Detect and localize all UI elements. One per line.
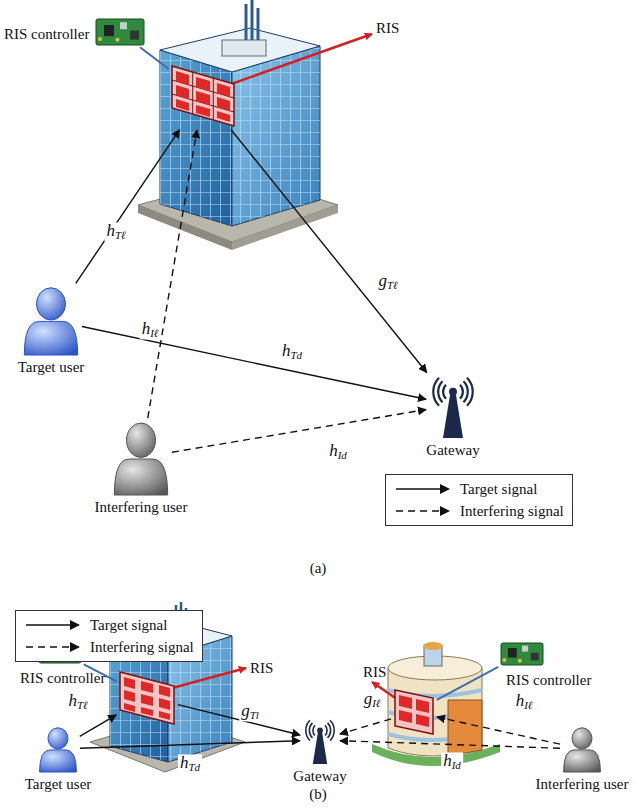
node-label: Target user	[18, 359, 85, 376]
node-label: Interfering user	[95, 499, 188, 516]
controller-board-graphic	[95, 18, 145, 46]
control-link	[437, 667, 498, 700]
target-signal	[80, 715, 117, 736]
channel-label: hTℓ	[66, 692, 89, 711]
interfering-signal	[340, 741, 560, 749]
controller-board: RIS controller	[500, 642, 544, 666]
ris-panel: RIS	[118, 668, 176, 726]
target-signal	[80, 741, 300, 749]
node-label: RIS	[363, 664, 386, 681]
legend-row: Target signal	[24, 614, 194, 636]
interfering-signal	[172, 410, 426, 453]
ris-panel-graphic	[170, 62, 236, 128]
channel-label: hIℓ	[140, 320, 161, 339]
channel-label: gTℓ	[376, 272, 399, 291]
user-icon-graphic	[22, 285, 80, 355]
legend-text: Target signal	[460, 481, 537, 498]
ris-pointer	[165, 668, 246, 690]
interfering-signal	[340, 719, 391, 734]
node-label: Target user	[25, 776, 92, 793]
subfigure-label: (b)	[309, 786, 327, 803]
gateway-icon-graphic	[428, 372, 478, 438]
node-label: RIS	[250, 660, 273, 677]
target-signal	[231, 130, 427, 373]
channel-label: gIℓ	[362, 690, 383, 709]
node-label: RIS	[376, 20, 399, 37]
channel-label: gTl	[239, 702, 261, 721]
subfigure-label: (a)	[310, 560, 327, 577]
node-label: Gateway	[293, 768, 346, 785]
user-icon-graphic	[38, 726, 78, 772]
ris-pointer	[220, 34, 372, 88]
user-icon: Interfering user	[112, 420, 170, 495]
node-label: RIS controller	[20, 670, 105, 687]
node-label: Gateway	[426, 442, 479, 459]
interfering-signal	[437, 717, 560, 744]
target-signal	[82, 327, 426, 400]
controller-board: RIS controller	[95, 18, 145, 46]
legend-box: Target signalInterfering signal	[385, 474, 573, 526]
user-icon: Interfering user	[562, 726, 602, 772]
ris-panel-graphic	[393, 688, 435, 736]
gateway-icon-graphic	[302, 716, 338, 764]
control-link	[140, 47, 168, 69]
legend-sample	[394, 483, 452, 495]
legend-sample	[24, 619, 82, 631]
ris-panel: RIS	[393, 688, 435, 736]
ris-panel: RIS	[170, 62, 236, 128]
legend-sample	[24, 641, 82, 653]
channel-label: hTℓ	[104, 222, 127, 241]
node-label: RIS controller	[506, 672, 591, 689]
channel-label: hIℓ	[514, 692, 535, 711]
ris-panel-graphic	[118, 668, 176, 726]
channel-label: hTd	[178, 754, 202, 773]
user-icon: Target user	[22, 285, 80, 355]
controller-board-graphic	[500, 642, 544, 666]
gateway-icon: Gateway	[302, 716, 338, 764]
gateway-icon: Gateway	[428, 372, 478, 438]
channel-label: hId	[327, 442, 349, 461]
office-tower	[138, 0, 338, 250]
channel-label: hTd	[280, 342, 304, 361]
node-label: Interfering user	[536, 776, 629, 793]
round-building	[372, 642, 500, 766]
user-icon: Target user	[38, 726, 78, 772]
interfering-signal	[148, 130, 197, 418]
target-signal	[76, 130, 180, 284]
legend-row: Interfering signal	[24, 636, 194, 658]
legend-row: Interfering signal	[394, 500, 564, 522]
user-icon-graphic	[112, 420, 170, 495]
legend-sample	[394, 505, 452, 517]
channel-label: hId	[441, 752, 463, 771]
legend-box: Target signalInterfering signal	[15, 610, 203, 662]
user-icon-graphic	[562, 726, 602, 772]
legend-text: Target signal	[90, 617, 167, 634]
legend-text: Interfering signal	[460, 503, 564, 520]
node-label: RIS controller	[4, 26, 89, 43]
legend-row: Target signal	[394, 478, 564, 500]
legend-text: Interfering signal	[90, 639, 194, 656]
